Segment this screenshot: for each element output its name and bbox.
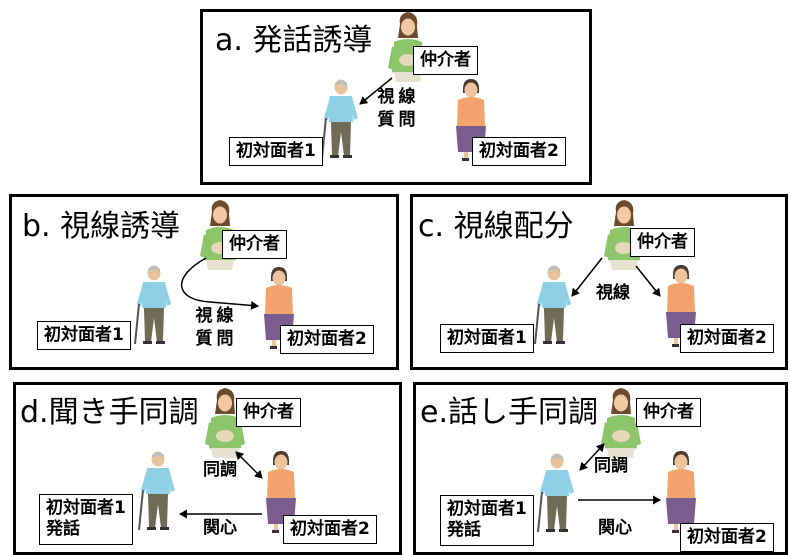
- gaze-arrow-right: [635, 265, 661, 297]
- person1-label: 初対面者1: [440, 324, 534, 354]
- sync-arrow: [579, 443, 605, 471]
- gaze-arrow-left: [571, 257, 603, 297]
- gaze-arrow: [359, 77, 393, 105]
- question-label-b1: 質: [195, 329, 213, 349]
- person1-speech: 発話: [46, 519, 80, 540]
- person1-name: 初対面者1: [447, 499, 527, 519]
- question-label-b2: 問: [216, 329, 234, 349]
- guide-arrow: [181, 257, 259, 310]
- panel-d-title: d.聞き手同調: [20, 395, 199, 430]
- gaze-label-b1: 視: [195, 306, 213, 326]
- sync-arrow: [235, 451, 263, 479]
- mediator-label: 仲介者: [413, 46, 478, 76]
- person1-label: 初対面者1: [37, 321, 131, 351]
- person2-label: 初対面者2: [283, 515, 377, 545]
- panel-a-title: a. 発話誘導: [215, 23, 373, 58]
- person1-label: 初対面者1 発話: [440, 495, 534, 546]
- question-label-a1: 質: [377, 110, 395, 130]
- person2-label: 初対面者2: [680, 523, 774, 553]
- panel-c-title: c. 視線配分: [418, 209, 574, 244]
- person1-label: 初対面者1: [229, 137, 323, 167]
- panel-b-title: b. 視線誘導: [22, 209, 181, 244]
- person1-label: 初対面者1 発話: [39, 494, 133, 545]
- mediator-label: 仲介者: [222, 230, 287, 260]
- mediator-label: 仲介者: [630, 228, 695, 258]
- mediator-label: 仲介者: [236, 398, 301, 428]
- person2-label: 初対面者2: [280, 325, 374, 355]
- person2-label: 初対面者2: [680, 324, 774, 354]
- person2-label: 初対面者2: [472, 137, 566, 167]
- interest-label: 関心: [598, 518, 632, 538]
- interest-label: 関心: [203, 518, 237, 538]
- panel-e-title: e.話し手同調: [420, 395, 598, 430]
- person1-name: 初対面者1: [46, 498, 126, 518]
- person1-speech: 発話: [447, 520, 481, 541]
- sync-label: 同調: [203, 460, 237, 480]
- gaze-label-b2: 線: [216, 306, 234, 326]
- gaze-label-a2: 線: [398, 87, 416, 107]
- gaze-label-a1: 視: [377, 87, 395, 107]
- mediator-label: 仲介者: [636, 398, 701, 428]
- gaze-label: 視線: [596, 283, 630, 303]
- question-label-a2: 問: [398, 110, 416, 130]
